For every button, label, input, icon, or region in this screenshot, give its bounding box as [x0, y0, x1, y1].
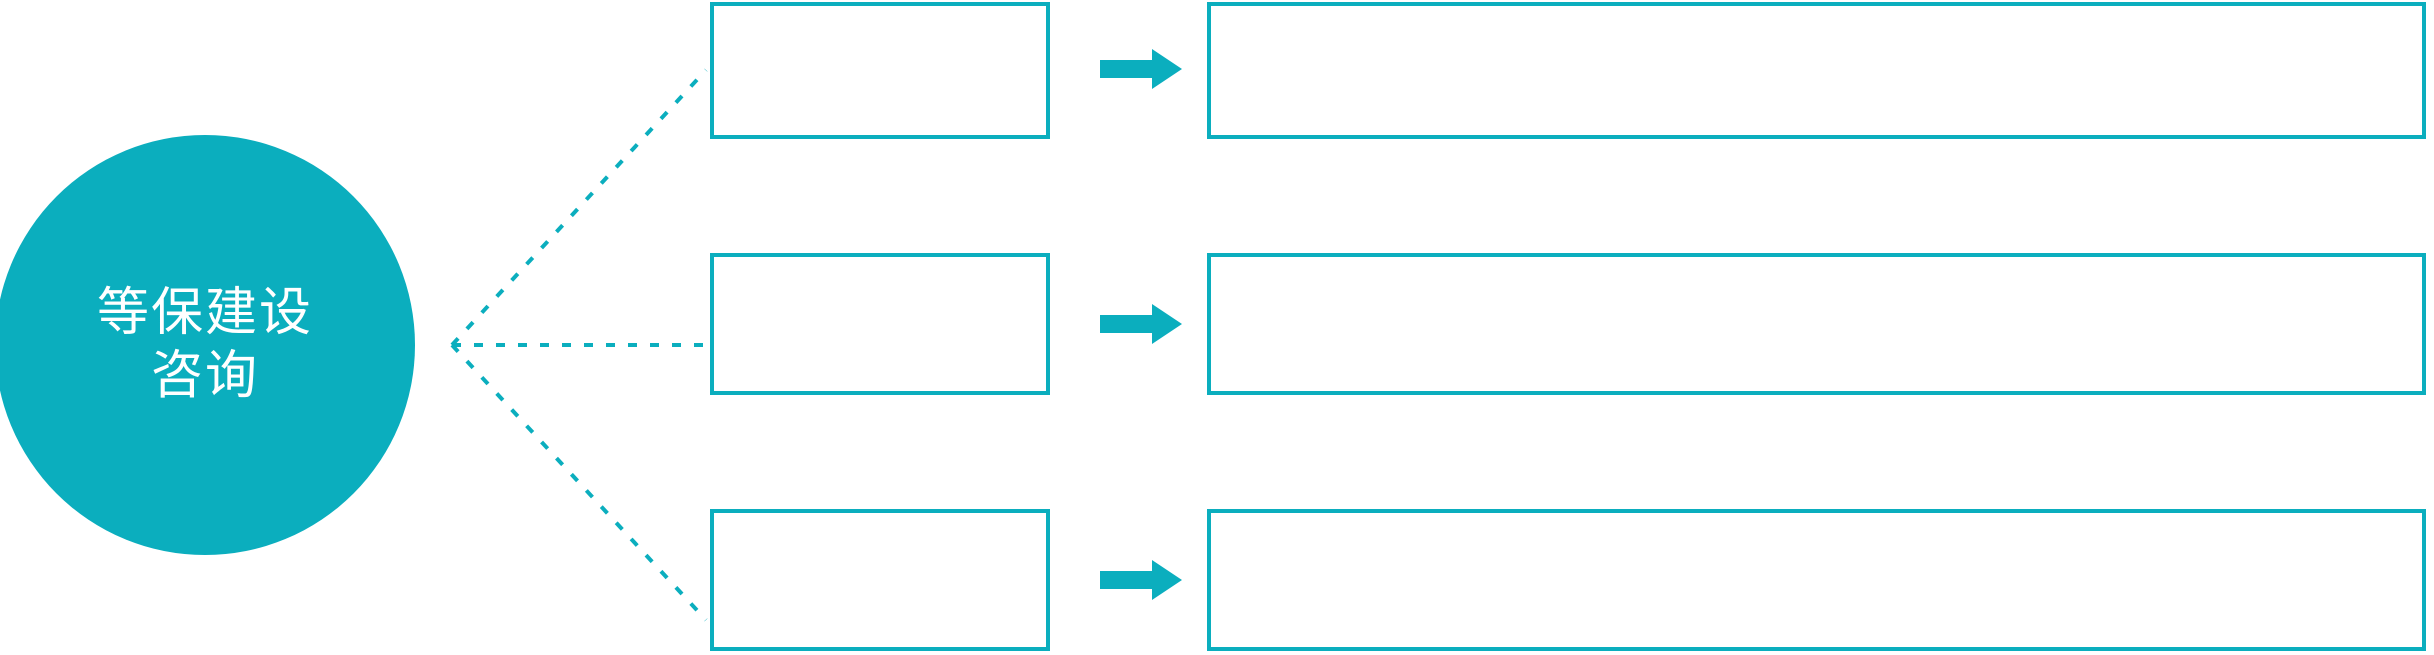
label-box-1-text — [714, 6, 1046, 34]
description-box-1-text — [1211, 6, 2422, 34]
label-box-3[interactable] — [710, 509, 1050, 651]
description-box-2-text — [1211, 257, 2422, 285]
process-row-2 — [0, 251, 2434, 397]
process-row-3 — [0, 507, 2434, 653]
label-box-2-text — [714, 257, 1046, 285]
right-arrow-icon — [1100, 560, 1182, 600]
hub-label-line-1: 等保建设 — [96, 283, 313, 342]
description-box-3-text — [1211, 513, 2422, 541]
description-box-2[interactable] — [1207, 253, 2426, 395]
right-arrow-icon — [1100, 49, 1182, 89]
right-arrow-icon — [1100, 304, 1182, 344]
label-box-2[interactable] — [710, 253, 1050, 395]
hub-label-line-2: 咨询 — [150, 347, 259, 405]
label-box-3-text — [714, 513, 1046, 541]
description-box-3[interactable] — [1207, 509, 2426, 651]
label-box-1[interactable] — [710, 2, 1050, 139]
description-box-1[interactable] — [1207, 2, 2426, 139]
hub-circle[interactable]: 等保建设 咨询 — [0, 135, 415, 555]
process-row-1 — [0, 0, 2434, 141]
